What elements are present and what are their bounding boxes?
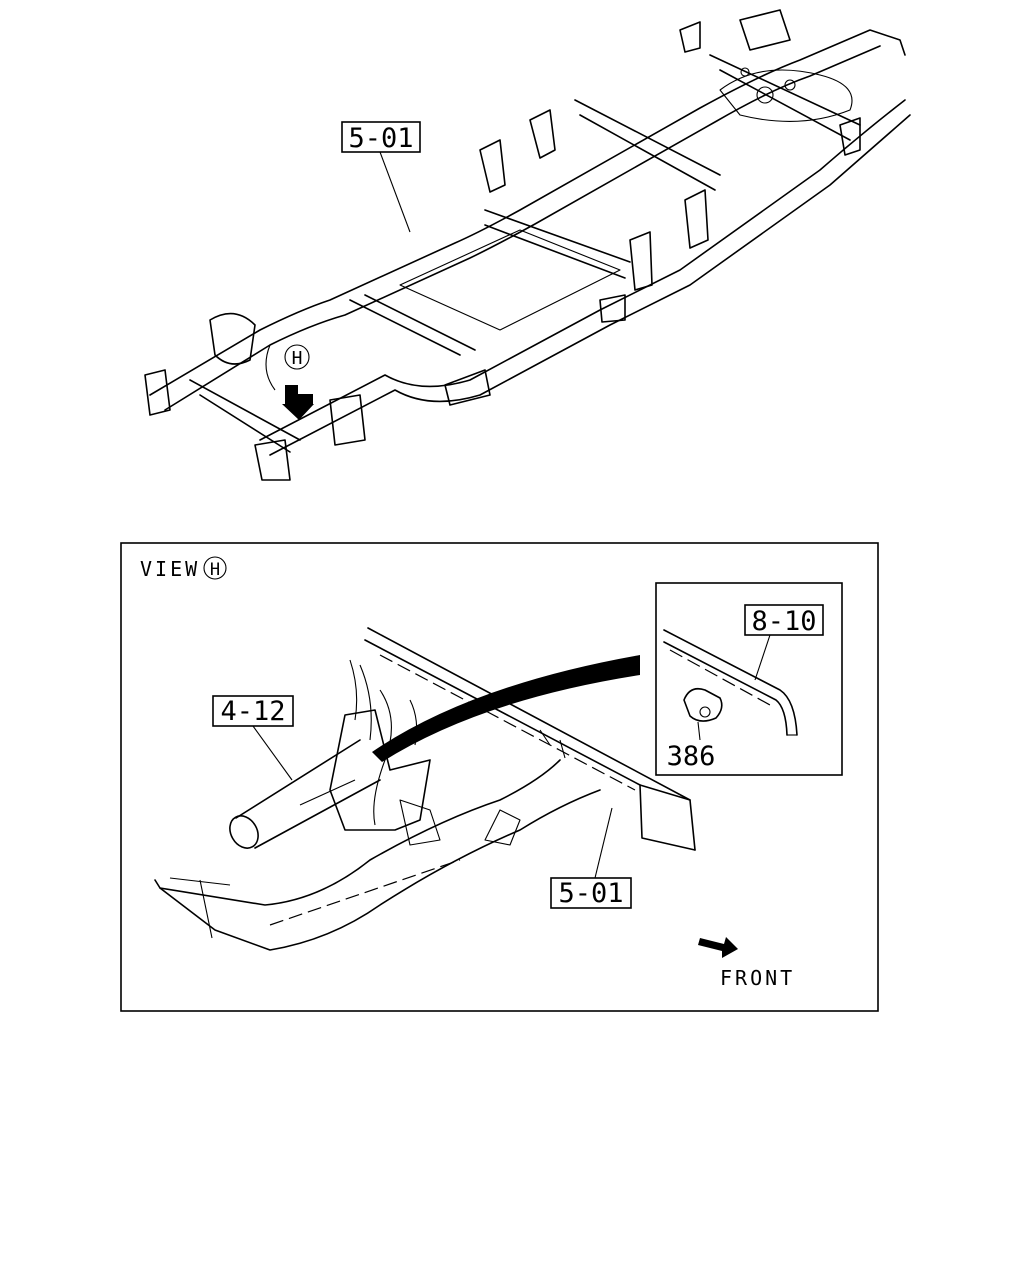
view-marker-label: H	[292, 348, 303, 369]
view-marker: H	[265, 344, 310, 391]
clip-callout: 386	[667, 741, 716, 772]
front-arrow-icon	[698, 937, 738, 958]
chassis-frame-drawing	[144, 9, 911, 481]
frame-callout-label: 5-01	[348, 123, 413, 154]
harness-callout: 4-12	[220, 696, 285, 727]
view-title-marker: H	[210, 560, 220, 580]
view-panel: VIEW H 4-12 5-01	[120, 542, 879, 1012]
view-title-marker-circle	[203, 556, 227, 580]
inset-part-callout: 8-10	[751, 606, 816, 637]
harness-sweep	[372, 655, 640, 762]
frame-callout-view: 5-01	[558, 878, 623, 909]
frame-callout: 5-01	[341, 121, 421, 233]
view-title: VIEW	[140, 557, 200, 581]
view-panel-border	[120, 542, 879, 1012]
front-label: FRONT	[720, 966, 795, 990]
